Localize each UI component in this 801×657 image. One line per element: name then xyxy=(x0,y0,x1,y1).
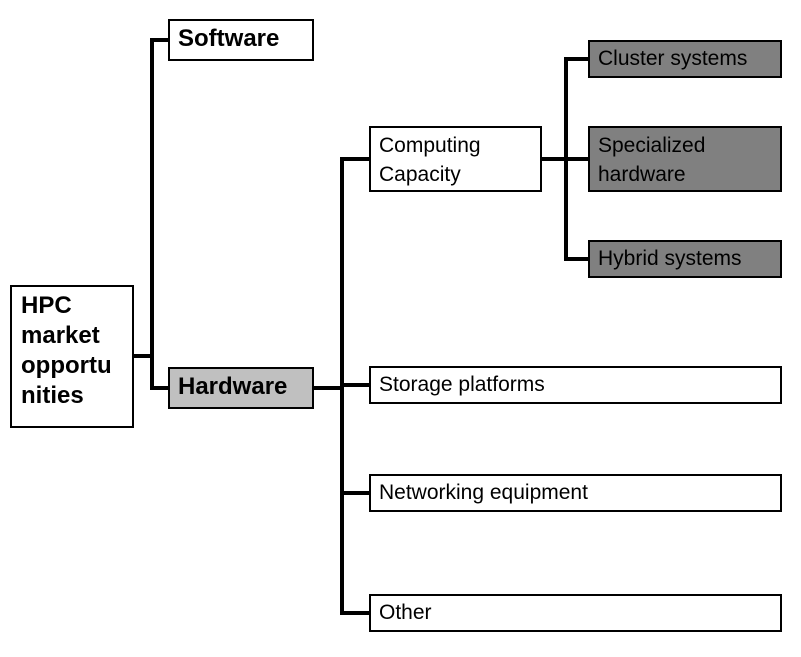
node-other-label: Other xyxy=(379,601,432,624)
node-specialized-label-line: hardware xyxy=(598,163,686,186)
node-cluster-systems: Cluster systems xyxy=(588,40,782,78)
node-computing-label-line: Capacity xyxy=(379,163,461,186)
root-label-line: opportu xyxy=(21,352,112,379)
node-specialized-label-line: Specialized xyxy=(598,134,706,157)
node-cluster-label: Cluster systems xyxy=(598,47,748,70)
root-label-line: HPC xyxy=(21,292,72,319)
node-hardware-label: Hardware xyxy=(178,373,288,400)
node-other: Other xyxy=(369,594,782,632)
node-hybrid-systems: Hybrid systems xyxy=(588,240,782,278)
node-networking-label: Networking equipment xyxy=(379,481,588,504)
connector-software xyxy=(150,38,168,390)
node-storage-label: Storage platforms xyxy=(379,373,545,396)
node-computing-label-line: Computing xyxy=(379,134,481,157)
root-node-hpc-market-opportunities: HPC market opportu nities xyxy=(10,285,134,428)
node-hardware: Hardware xyxy=(168,367,314,409)
node-computing-capacity: Computing Capacity xyxy=(369,126,542,192)
node-networking-equipment: Networking equipment xyxy=(369,474,782,512)
connector-computing-trunk xyxy=(564,57,588,261)
node-hybrid-label: Hybrid systems xyxy=(598,247,742,270)
node-software: Software xyxy=(168,19,314,61)
node-storage-platforms: Storage platforms xyxy=(369,366,782,404)
node-specialized-hardware: Specialized hardware xyxy=(588,126,782,192)
root-label-line: nities xyxy=(21,382,84,409)
node-software-label: Software xyxy=(178,25,280,52)
root-label-line: market xyxy=(21,322,100,349)
